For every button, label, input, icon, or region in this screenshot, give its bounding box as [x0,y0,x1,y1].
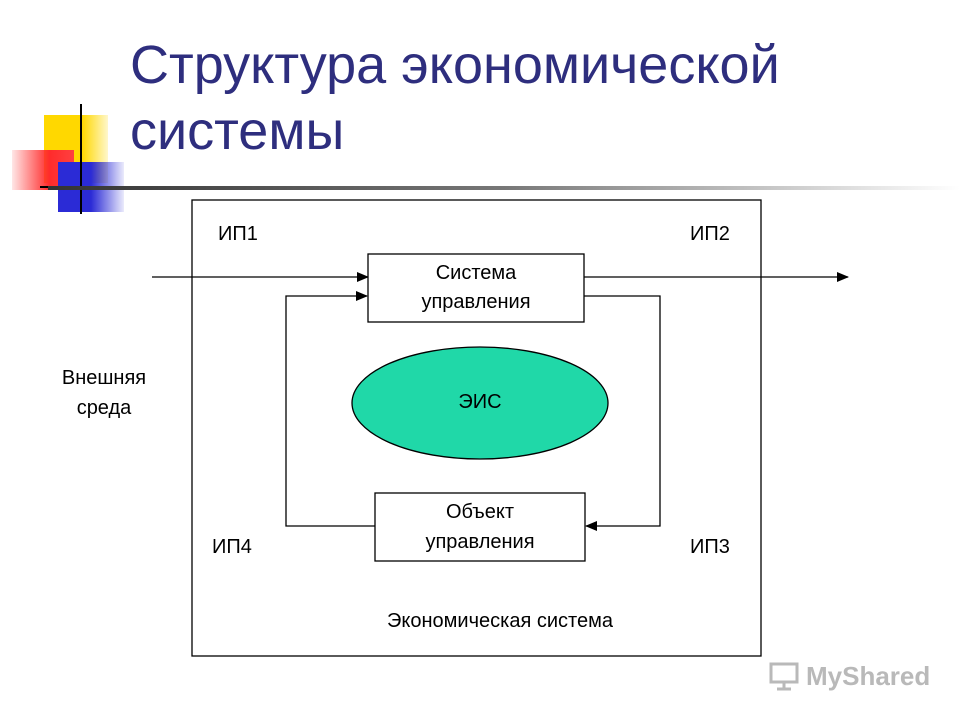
title-underline [48,186,960,190]
slide-title-line1: Структура экономической [130,35,780,95]
environment-label-line2: среда [77,397,132,419]
feedback-arrow-right [584,295,661,531]
control-object-label-line1: Объект [446,501,514,523]
slide-title: Структура экономической системы [130,32,780,164]
presentation-icon [769,662,799,691]
eis-label: ЭИС [458,391,501,413]
ip4-label: ИП4 [212,536,252,558]
control-system-box [367,253,585,323]
control-system-label-line2: управления [421,291,530,313]
eis-ellipse [351,346,609,460]
control-system-label-line1: Система [436,262,517,284]
decor-vertical-line [80,104,82,214]
economic-system-label: Экономическая система [387,610,614,632]
control-object-box [374,492,586,562]
control-object-label-line2: управления [425,531,534,553]
ip2-label: ИП2 [690,223,730,245]
economic-system-boundary [191,199,762,657]
ip3-label: ИП3 [690,536,730,558]
watermark-text: MyShared [806,660,931,691]
slide-title-line2: системы [130,101,345,161]
feedback-arrow-left [285,291,375,527]
watermark: MyShared [768,656,930,696]
environment-label-line1: Внешняя [62,367,146,389]
ip1-label: ИП1 [218,223,258,245]
